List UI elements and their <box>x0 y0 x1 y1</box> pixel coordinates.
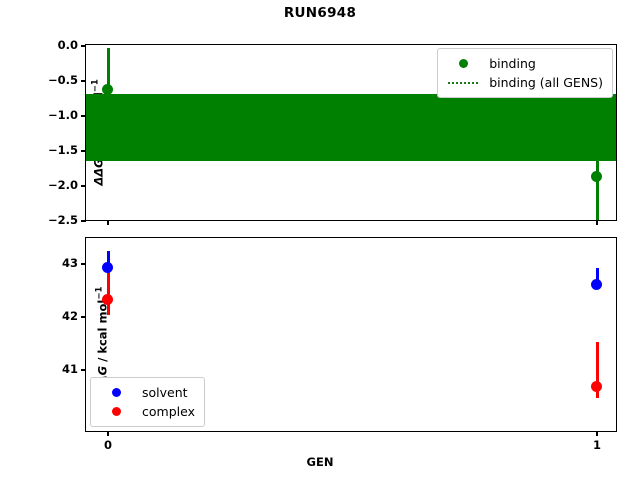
legend-label: binding <box>489 56 536 71</box>
tick-label: 0 <box>103 438 112 452</box>
complex-errorbar-gen1 <box>595 342 599 398</box>
tick-mark <box>81 185 86 187</box>
binding-marker-gen1 <box>591 171 602 182</box>
tick-label: −1.5 <box>47 143 78 157</box>
tick-mark <box>596 431 598 436</box>
tick-mark <box>81 80 86 82</box>
tick-label: 42 <box>61 309 78 323</box>
legend-label: complex <box>142 404 195 419</box>
tick-label: −0.5 <box>47 73 78 87</box>
solvent-marker-icon <box>98 388 134 397</box>
bottom-panel-axes: ΔG / kcal mol−1 43 42 41 <box>62 237 617 452</box>
legend-label: solvent <box>142 385 188 400</box>
figure-title: RUN6948 <box>283 5 357 21</box>
top-panel-axes: ΔΔG / kcal mol−1 0.0 −0.5 −1.0 −1.5 −2.0… <box>48 38 617 227</box>
complex-marker-gen0 <box>102 294 113 305</box>
binding-marker-gen0 <box>102 84 113 95</box>
legend-entry-complex[interactable]: complex <box>98 402 195 421</box>
tick-mark <box>596 220 598 225</box>
tick-label: 41 <box>61 362 78 376</box>
tick-mark <box>107 220 109 225</box>
solvent-marker-gen1 <box>591 279 602 290</box>
x-axis-label: GEN <box>306 455 334 469</box>
legend-entry-binding[interactable]: binding <box>445 54 603 73</box>
complex-marker-gen1 <box>591 381 602 392</box>
tick-mark <box>81 316 86 318</box>
top-panel-legend[interactable]: binding binding (all GENS) <box>437 48 613 98</box>
binding-errorbar-gen0 <box>106 48 110 158</box>
legend-entry-solvent[interactable]: solvent <box>98 383 195 402</box>
tick-label: −2.5 <box>47 213 78 227</box>
tick-mark <box>81 150 86 152</box>
binding-all-gens-band <box>86 94 616 161</box>
tick-mark <box>81 45 86 47</box>
bottom-panel-legend[interactable]: solvent complex <box>90 377 205 427</box>
solvent-errorbar-gen1 <box>595 268 599 281</box>
tick-mark <box>81 263 86 265</box>
tick-label: −1.0 <box>47 108 78 122</box>
legend-entry-binding-all-gens[interactable]: binding (all GENS) <box>445 73 603 92</box>
top-panel-plot-area <box>86 45 616 220</box>
tick-mark <box>81 220 86 222</box>
dotted-line-icon <box>445 81 481 84</box>
complex-errorbar-gen0 <box>106 262 110 315</box>
solvent-errorbar-gen0 <box>106 251 110 264</box>
solvent-marker-gen0 <box>102 262 113 273</box>
tick-label: 0.0 <box>57 38 78 52</box>
legend-label: binding (all GENS) <box>489 75 603 90</box>
tick-mark <box>81 115 86 117</box>
tick-label: 1 <box>592 438 601 452</box>
bottom-panel-plot-area <box>86 238 616 431</box>
complex-marker-icon <box>98 407 134 416</box>
tick-mark <box>107 431 109 436</box>
tick-mark <box>81 369 86 371</box>
tick-label: 43 <box>61 256 78 270</box>
binding-marker-icon <box>445 59 481 68</box>
tick-label: −2.0 <box>47 178 78 192</box>
